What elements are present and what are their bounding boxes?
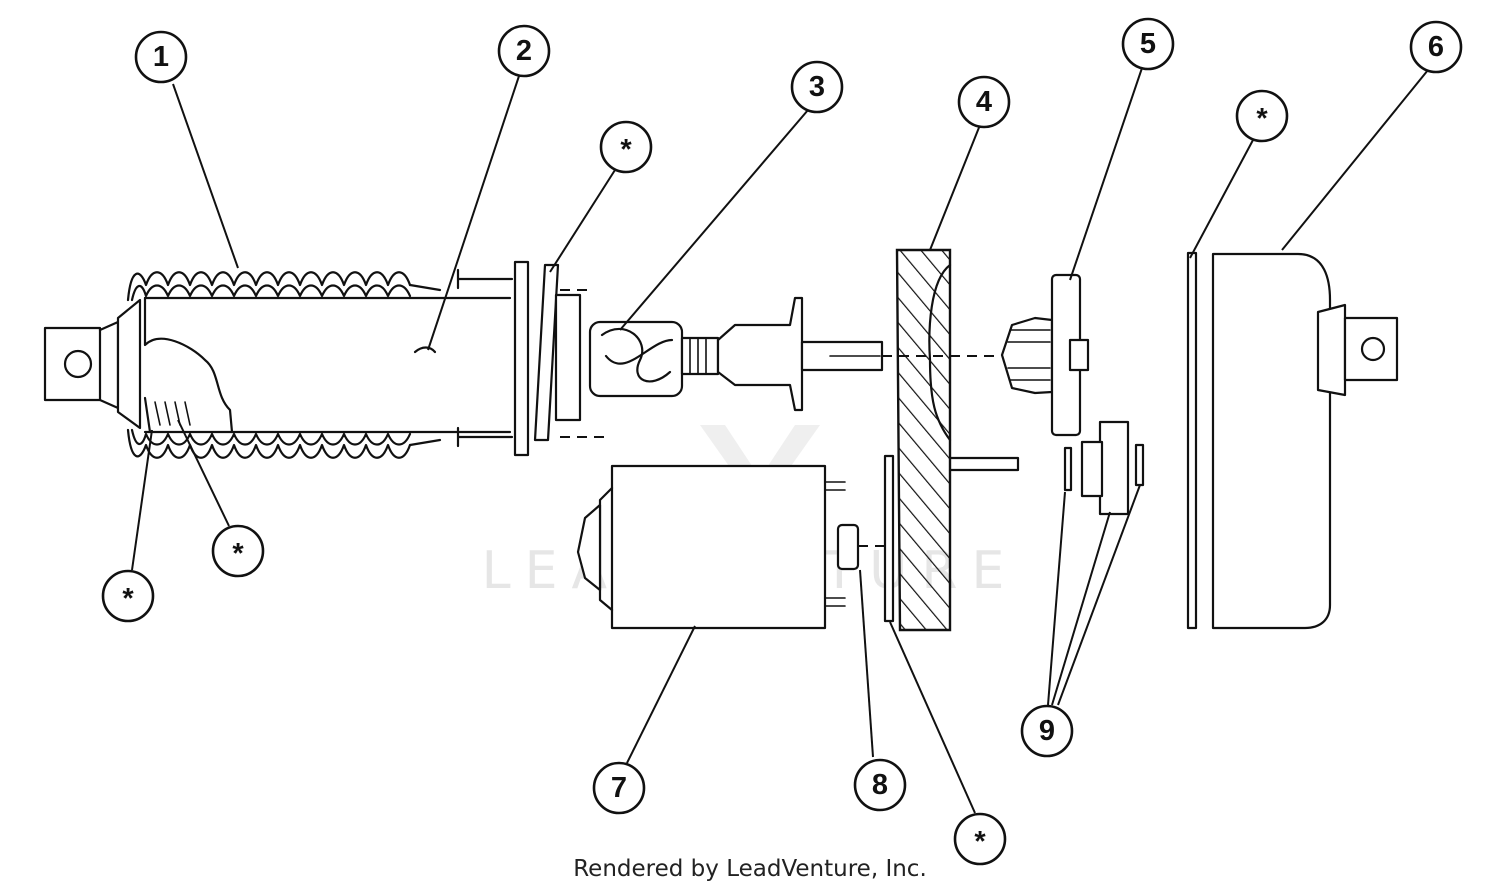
callout-star-1: * xyxy=(599,120,653,174)
svg-text:1: 1 xyxy=(153,41,169,73)
callout-9: 9 xyxy=(1020,704,1074,758)
svg-text:*: * xyxy=(122,583,134,615)
svg-text:8: 8 xyxy=(872,769,888,801)
svg-text:9: 9 xyxy=(1039,715,1055,747)
callout-star-4: * xyxy=(101,569,155,623)
part-3-drive-nut xyxy=(588,296,884,412)
callout-7: 7 xyxy=(592,761,646,815)
part-5-gear-pulley xyxy=(1000,273,1090,437)
callout-star-5: * xyxy=(953,812,1007,866)
part-8-coupling xyxy=(836,523,890,571)
svg-text:*: * xyxy=(974,826,986,858)
callout-3: 3 xyxy=(790,60,844,114)
part-6-end-cover xyxy=(1186,251,1399,630)
svg-text:4: 4 xyxy=(976,86,992,118)
part-9-bushings xyxy=(1063,420,1145,516)
svg-text:2: 2 xyxy=(516,35,532,67)
callout-5: 5 xyxy=(1121,17,1175,71)
svg-text:6: 6 xyxy=(1428,31,1444,63)
leader-lines xyxy=(131,67,1429,814)
callout-2: 2 xyxy=(497,24,551,78)
render-credit: Rendered by LeadVenture, Inc. xyxy=(573,856,927,882)
svg-text:5: 5 xyxy=(1140,28,1156,60)
svg-text:*: * xyxy=(232,538,244,570)
svg-text:*: * xyxy=(620,134,632,166)
watermark-logo-icon xyxy=(700,425,820,510)
callout-1: 1 xyxy=(134,30,188,84)
svg-text:7: 7 xyxy=(611,772,627,804)
part-4-gear-housing xyxy=(882,248,1020,632)
callout-4: 4 xyxy=(957,75,1011,129)
part-1-bellows-boot xyxy=(43,271,442,459)
svg-text:3: 3 xyxy=(809,71,825,103)
callout-star-2: * xyxy=(1235,89,1289,143)
part-7-motor xyxy=(576,464,846,630)
callout-star-3: * xyxy=(211,524,265,578)
svg-text:*: * xyxy=(1256,103,1268,135)
callout-6: 6 xyxy=(1409,20,1463,74)
callout-8: 8 xyxy=(853,758,907,812)
part-2-actuator-tube xyxy=(143,260,610,457)
